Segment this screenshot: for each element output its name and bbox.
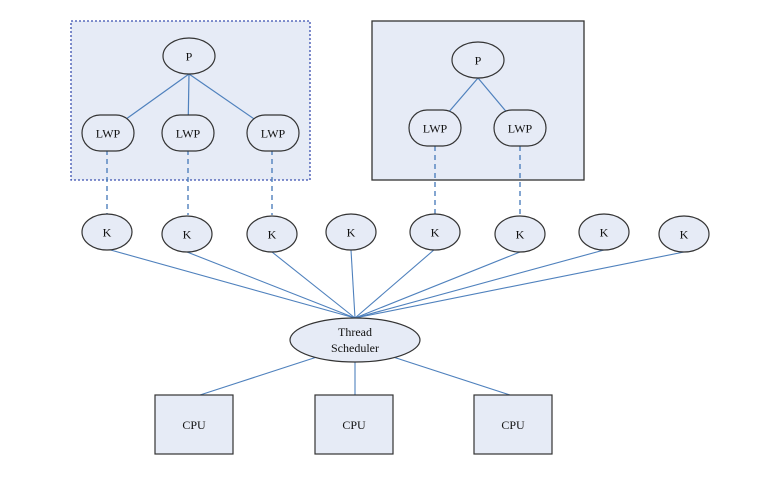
kernel-thread-7-label: K <box>600 226 609 240</box>
process-node-1: P <box>162 37 216 75</box>
kernel-thread-3: K <box>246 215 298 253</box>
edge-k4-scheduler <box>350 249 356 319</box>
edge-k3-scheduler <box>271 251 356 319</box>
lwp-node-2: LWP <box>161 114 215 152</box>
process-node-1-label: P <box>186 50 193 64</box>
kernel-thread-8: K <box>658 215 710 253</box>
cpu-box-1-label: CPU <box>182 418 206 432</box>
kernel-thread-1-label: K <box>103 226 112 240</box>
lwp-node-5-label: LWP <box>508 122 533 136</box>
kernel-thread-4: K <box>325 213 377 251</box>
edge-scheduler-cpu1 <box>199 355 321 396</box>
thread-scheduler-line1: Thread <box>338 325 372 339</box>
kernel-thread-2: K <box>161 215 213 253</box>
thread-scheduler-line2: Scheduler <box>331 341 379 355</box>
lwp-node-3-label: LWP <box>261 127 286 141</box>
edge-scheduler-cpu3 <box>389 355 511 396</box>
edge-k2-scheduler <box>186 251 356 319</box>
kernel-thread-6-label: K <box>516 228 525 242</box>
lwp-kernel-connectors <box>106 146 521 215</box>
kernel-thread-8-label: K <box>680 228 689 242</box>
lwp-node-2-label: LWP <box>176 127 201 141</box>
kernel-thread-2-label: K <box>183 228 192 242</box>
kernel-thread-7: K <box>578 213 630 251</box>
scheduler-cpu-edges <box>199 355 511 396</box>
kernel-thread-5: K <box>409 213 461 251</box>
kernel-thread-1: K <box>81 213 133 251</box>
cpu-box-2: CPU <box>314 394 394 455</box>
thread-scheduler: Thread Scheduler <box>289 317 421 363</box>
kernel-thread-4-label: K <box>347 226 356 240</box>
edge-k7-scheduler <box>354 249 605 319</box>
lwp-node-4-label: LWP <box>423 122 448 136</box>
kernel-thread-3-label: K <box>268 228 277 242</box>
cpu-box-1: CPU <box>154 394 234 455</box>
edge-k8-scheduler <box>354 251 685 319</box>
cpu-box-2-label: CPU <box>342 418 366 432</box>
cpu-box-3-label: CPU <box>501 418 525 432</box>
edge-k5-scheduler <box>354 248 436 319</box>
lwp-node-5: LWP <box>493 109 547 147</box>
edge-k1-scheduler <box>106 248 356 319</box>
edge-k6-scheduler <box>354 251 521 319</box>
lwp-node-4: LWP <box>408 109 462 147</box>
kernel-thread-6: K <box>494 215 546 253</box>
process-node-2: P <box>451 41 505 79</box>
kernel-thread-5-label: K <box>431 226 440 240</box>
cpu-box-3: CPU <box>473 394 553 455</box>
lwp-node-1: LWP <box>81 114 135 152</box>
process-node-2-label: P <box>475 54 482 68</box>
lwp-node-1-label: LWP <box>96 127 121 141</box>
kernel-scheduler-edges <box>106 248 685 319</box>
lwp-node-3: LWP <box>246 114 300 152</box>
